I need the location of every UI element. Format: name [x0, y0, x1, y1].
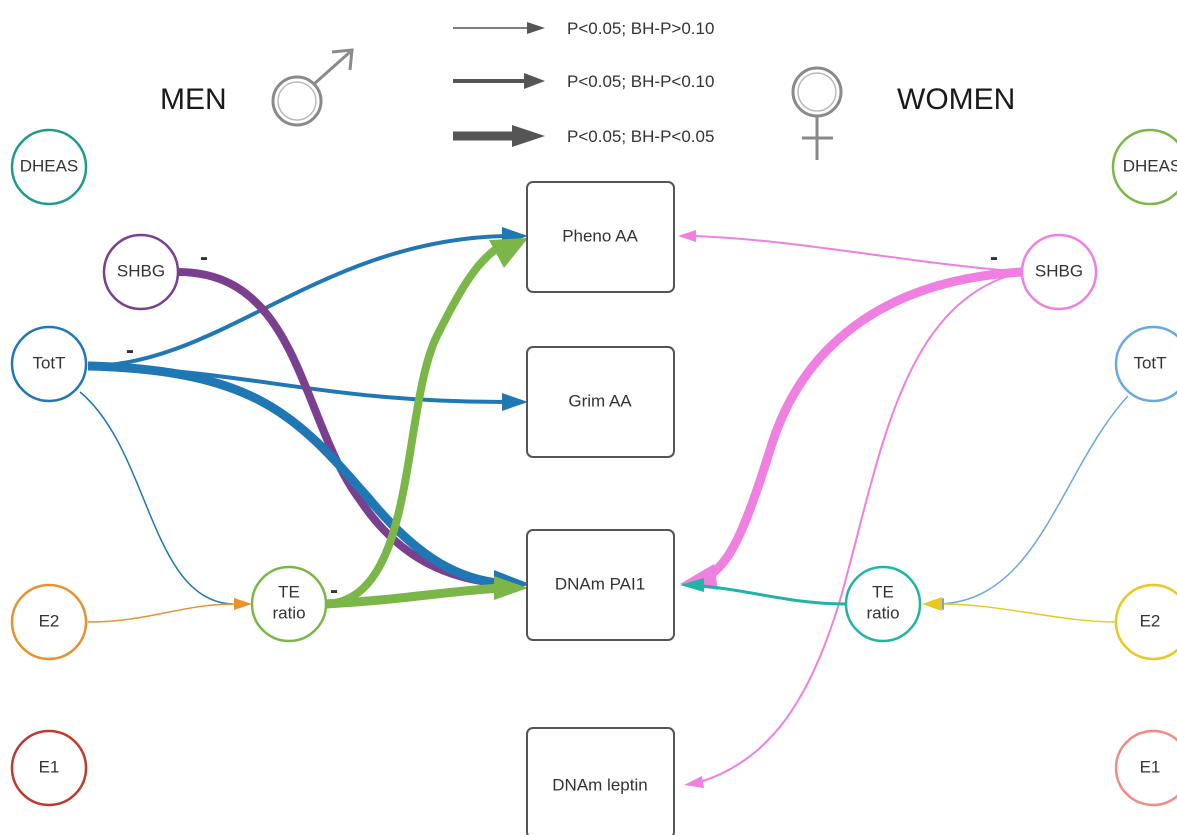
legend-label-3: P<0.05; BH-P<0.05	[567, 127, 714, 146]
edge-men-tott-pheno	[87, 234, 506, 368]
legend-item-2: P<0.05; BH-P<0.10	[453, 72, 714, 91]
box-grim-aa-label: Grim AA	[568, 391, 632, 410]
men-node-shbg-label: SHBG	[117, 261, 165, 280]
legend-arrowhead-thick	[512, 125, 545, 147]
women-title: WOMEN	[897, 83, 1015, 116]
box-pheno-aa: Pheno AA	[526, 181, 675, 293]
legend-arrowhead-medium	[524, 73, 545, 89]
men-node-dheas-label: DHEAS	[20, 156, 79, 175]
women-node-tott: TotT	[1114, 325, 1177, 403]
legend-item-1: P<0.05; BH-P>0.10	[453, 19, 714, 38]
edge-women-te-pai1	[701, 584, 847, 606]
women-node-dheas: DHEAS	[1111, 128, 1177, 206]
women-node-tott-label: TotT	[1133, 353, 1166, 372]
arrowhead-men-tott-grim	[502, 393, 528, 411]
arrowhead-women-te-pai1	[680, 578, 704, 592]
male-symbol-icon	[271, 48, 354, 127]
men-node-te-ratio: TE ratio	[250, 565, 328, 643]
men-node-e1: E1	[10, 729, 88, 807]
edge-women-shbg-pheno	[693, 235, 1023, 273]
arrowhead-men-te-pai1	[494, 576, 528, 600]
edge-men-tott-pai1	[87, 361, 506, 589]
legend-arrowhead-thin	[527, 22, 545, 34]
edge-men-tott-te	[79, 391, 233, 605]
men-title: MEN	[160, 83, 227, 116]
box-dnam-pai1-label: DNAm PAI1	[555, 574, 645, 593]
edge-men-shbg-pai1	[177, 268, 506, 588]
arrowhead-men-te-pheno	[489, 238, 528, 268]
women-node-e2: E2	[1114, 583, 1177, 661]
legend-item-3: P<0.05; BH-P<0.05	[453, 125, 714, 147]
men-edges	[79, 227, 530, 623]
female-symbol-icon	[791, 66, 843, 160]
neg-sign-women-shbg: -	[990, 244, 998, 271]
arrowhead-women-e2-te	[922, 597, 942, 611]
neg-sign-men-te: -	[330, 577, 338, 604]
box-dnam-leptin-label: DNAm leptin	[552, 775, 647, 794]
women-node-te-line1: TE	[872, 582, 894, 601]
arrowhead-men-e2-te	[234, 598, 252, 610]
men-node-e2: E2	[10, 583, 88, 661]
men-node-te-line1: TE	[278, 582, 300, 601]
men-node-e2-label: E2	[39, 611, 60, 630]
women-node-e2-label: E2	[1140, 611, 1161, 630]
edge-women-tott-te	[939, 395, 1129, 605]
legend: P<0.05; BH-P>0.10 P<0.05; BH-P<0.10 P<0.…	[453, 19, 714, 147]
legend-label-2: P<0.05; BH-P<0.10	[567, 72, 714, 91]
men-node-shbg: SHBG	[102, 233, 180, 311]
women-node-dheas-label: DHEAS	[1123, 156, 1177, 175]
box-dnam-pai1: DNAm PAI1	[526, 529, 675, 641]
women-node-shbg-label: SHBG	[1035, 261, 1083, 280]
box-dnam-leptin: DNAm leptin	[526, 727, 675, 835]
arrowhead-women-shbg-pheno	[678, 230, 696, 242]
edge-men-e2-te	[87, 603, 237, 623]
legend-label-1: P<0.05; BH-P>0.10	[567, 19, 714, 38]
women-node-shbg: SHBG	[1020, 233, 1098, 311]
edge-women-shbg-leptin	[699, 271, 1023, 783]
women-node-e1: E1	[1114, 729, 1177, 807]
box-grim-aa: Grim AA	[526, 346, 675, 458]
edge-men-te-pai1	[325, 583, 501, 609]
neg-sign-men-shbg: -	[200, 244, 208, 271]
men-node-tott: TotT	[10, 325, 88, 403]
edge-women-e2-te	[943, 603, 1117, 623]
men-node-dheas: DHEAS	[10, 128, 88, 206]
men-node-e1-label: E1	[39, 757, 60, 776]
box-pheno-aa-label: Pheno AA	[562, 226, 638, 245]
women-node-e1-label: E1	[1140, 757, 1161, 776]
women-node-te-line2: ratio	[866, 603, 899, 622]
edge-women-shbg-pai1	[702, 267, 1023, 582]
neg-sign-men-tott: -	[126, 337, 134, 364]
women-node-te-ratio: TE ratio	[844, 565, 922, 643]
edge-men-te-pheno	[325, 240, 507, 608]
men-node-tott-label: TotT	[32, 353, 65, 372]
women-edges	[678, 230, 1129, 788]
arrowhead-women-shbg-leptin	[684, 776, 704, 788]
men-node-te-line2: ratio	[272, 603, 305, 622]
